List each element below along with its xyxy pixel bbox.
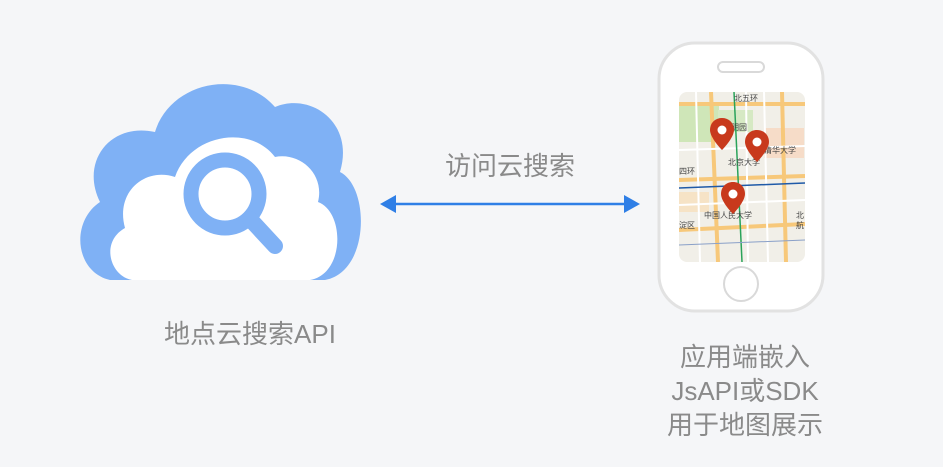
map-label-edge: 北 [796,211,804,220]
map-label-ruc: 中国人民大学 [704,210,752,220]
map-label-tsinghua: 清华大学 [764,145,796,155]
phone-caption-line: 应用端嵌入 [679,342,810,372]
cloud-shape [80,84,361,280]
cloud-label: 地点云搜索API [164,319,336,349]
location-pin-icon [721,182,745,214]
phone-caption-line: JsAPI或SDK [671,376,819,406]
location-pin-icon [710,118,734,150]
phone-caption-line: 用于地图展示 [666,410,823,440]
map-label-edge2: 航 [796,220,804,230]
phone-caption: 应用端嵌入 JsAPI或SDK 用于地图展示 [620,340,870,442]
speaker-slot [717,61,765,73]
cloud-graphic [80,84,361,280]
map-label-district: 淀区 [679,220,695,230]
connection-label: 访问云搜索 [444,151,575,181]
home-button [723,266,759,302]
search-icon [183,152,283,254]
map-screen: 北五环 圆明园 清华大学 四环 北京大学 淀区 中国人民大学 北 航 [679,92,805,262]
map-label-ring4: 四环 [679,167,695,176]
location-pin-icon [745,130,769,162]
map-label-park: 圆明园 [723,123,747,132]
map-label-ring: 北五环 [734,94,758,103]
phone-graphic: 北五环 圆明园 清华大学 四环 北京大学 淀区 中国人民大学 北 航 [657,41,825,313]
double-arrow-icon [380,195,640,213]
map-label-pku: 北京大学 [728,157,760,167]
